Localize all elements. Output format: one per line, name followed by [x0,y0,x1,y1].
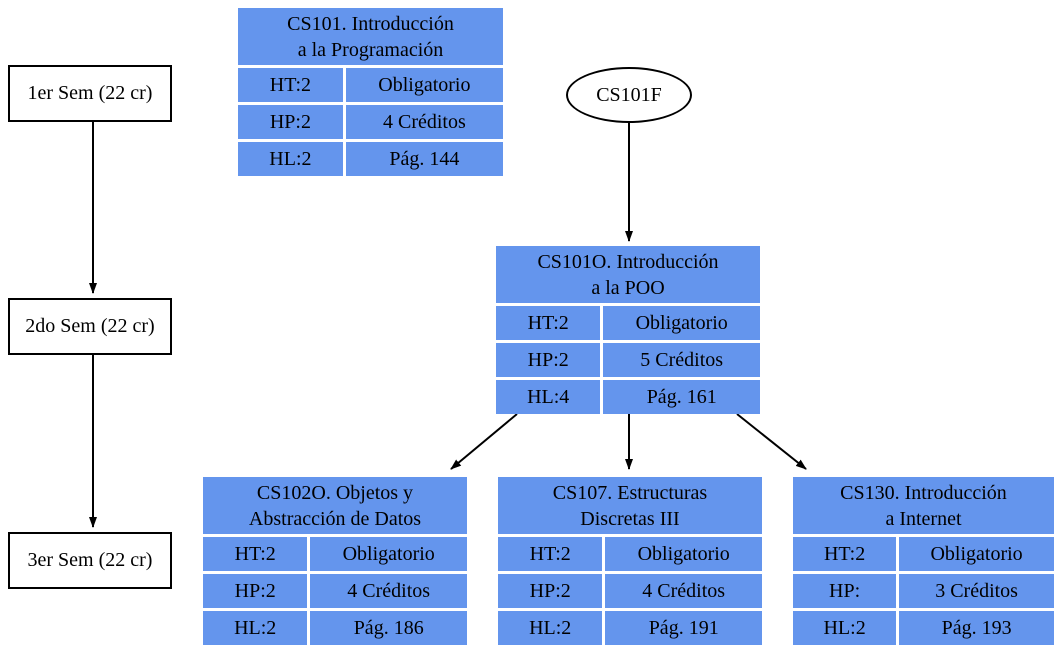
node-sem3: 3er Sem (22 cr) [8,532,172,589]
cs130-hp-cell: HP: [793,574,897,608]
node-cs102o: CS102O. Objetos y Abstracción de Datos H… [203,477,467,645]
cs102o-hl-cell: HL:2 [203,611,308,645]
cs101o-title: CS101O. Introducción a la POO [496,246,760,303]
cs107-cred-cell: 4 Créditos [605,574,762,608]
cs101o-hl-cell: HL:4 [496,380,601,414]
cs102o-ht-cell: HT:2 [203,537,308,571]
cs107-type-cell: Obligatorio [605,537,762,571]
cs101-hl-cell: HL:2 [238,142,343,176]
cs102o-title: CS102O. Objetos y Abstracción de Datos [203,477,467,534]
cs130-type-cell: Obligatorio [899,537,1054,571]
cs130-cred-cell: 3 Créditos [899,574,1054,608]
node-cs101o: CS101O. Introducción a la POO HT:2 Oblig… [496,246,760,414]
cs101o-cred-cell: 5 Créditos [603,343,760,377]
cs101-hp-cell: HP:2 [238,105,343,139]
cs102o-page-cell: Pág. 186 [310,611,467,645]
cs130-page-cell: Pág. 193 [899,611,1054,645]
node-sem2: 2do Sem (22 cr) [8,298,172,355]
cs101-page-cell: Pág. 144 [345,142,503,176]
cs102o-hp-cell: HP:2 [203,574,308,608]
cs101o-page-cell: Pág. 161 [603,380,760,414]
cs101-ht-cell: HT:2 [238,68,343,102]
cs101o-hp-cell: HP:2 [496,343,601,377]
node-cs107: CS107. Estructuras Discretas III HT:2 Ob… [498,477,762,645]
cs107-hp-cell: HP:2 [498,574,603,608]
cs102o-type-cell: Obligatorio [310,537,467,571]
cs101-title: CS101. Introducción a la Programación [238,8,503,65]
node-cs101f: CS101F [566,67,692,123]
node-cs101: CS101. Introducción a la Programación HT… [238,8,503,176]
cs107-hl-cell: HL:2 [498,611,603,645]
cs130-ht-cell: HT:2 [793,537,897,571]
cs130-title: CS130. Introducción a Internet [793,477,1054,534]
cs107-title: CS107. Estructuras Discretas III [498,477,762,534]
cs102o-cred-cell: 4 Créditos [310,574,467,608]
cs101f-label: CS101F [596,83,662,106]
sem1-label: 1er Sem (22 cr) [27,82,153,104]
node-cs130: CS130. Introducción a Internet HT:2 Obli… [793,477,1054,645]
sem3-label: 3er Sem (22 cr) [27,549,153,571]
edge-cs101o-to-cs102o [450,413,518,470]
cs130-hl-cell: HL:2 [793,611,897,645]
cs101o-ht-cell: HT:2 [496,306,601,340]
cs107-page-cell: Pág. 191 [605,611,762,645]
cs101o-type-cell: Obligatorio [603,306,760,340]
cs107-ht-cell: HT:2 [498,537,603,571]
sem2-label: 2do Sem (22 cr) [25,315,155,337]
node-sem1: 1er Sem (22 cr) [8,65,172,122]
cs101-cred-cell: 4 Créditos [345,105,503,139]
cs101-type-cell: Obligatorio [345,68,503,102]
edge-cs101o-to-cs130 [736,413,807,470]
